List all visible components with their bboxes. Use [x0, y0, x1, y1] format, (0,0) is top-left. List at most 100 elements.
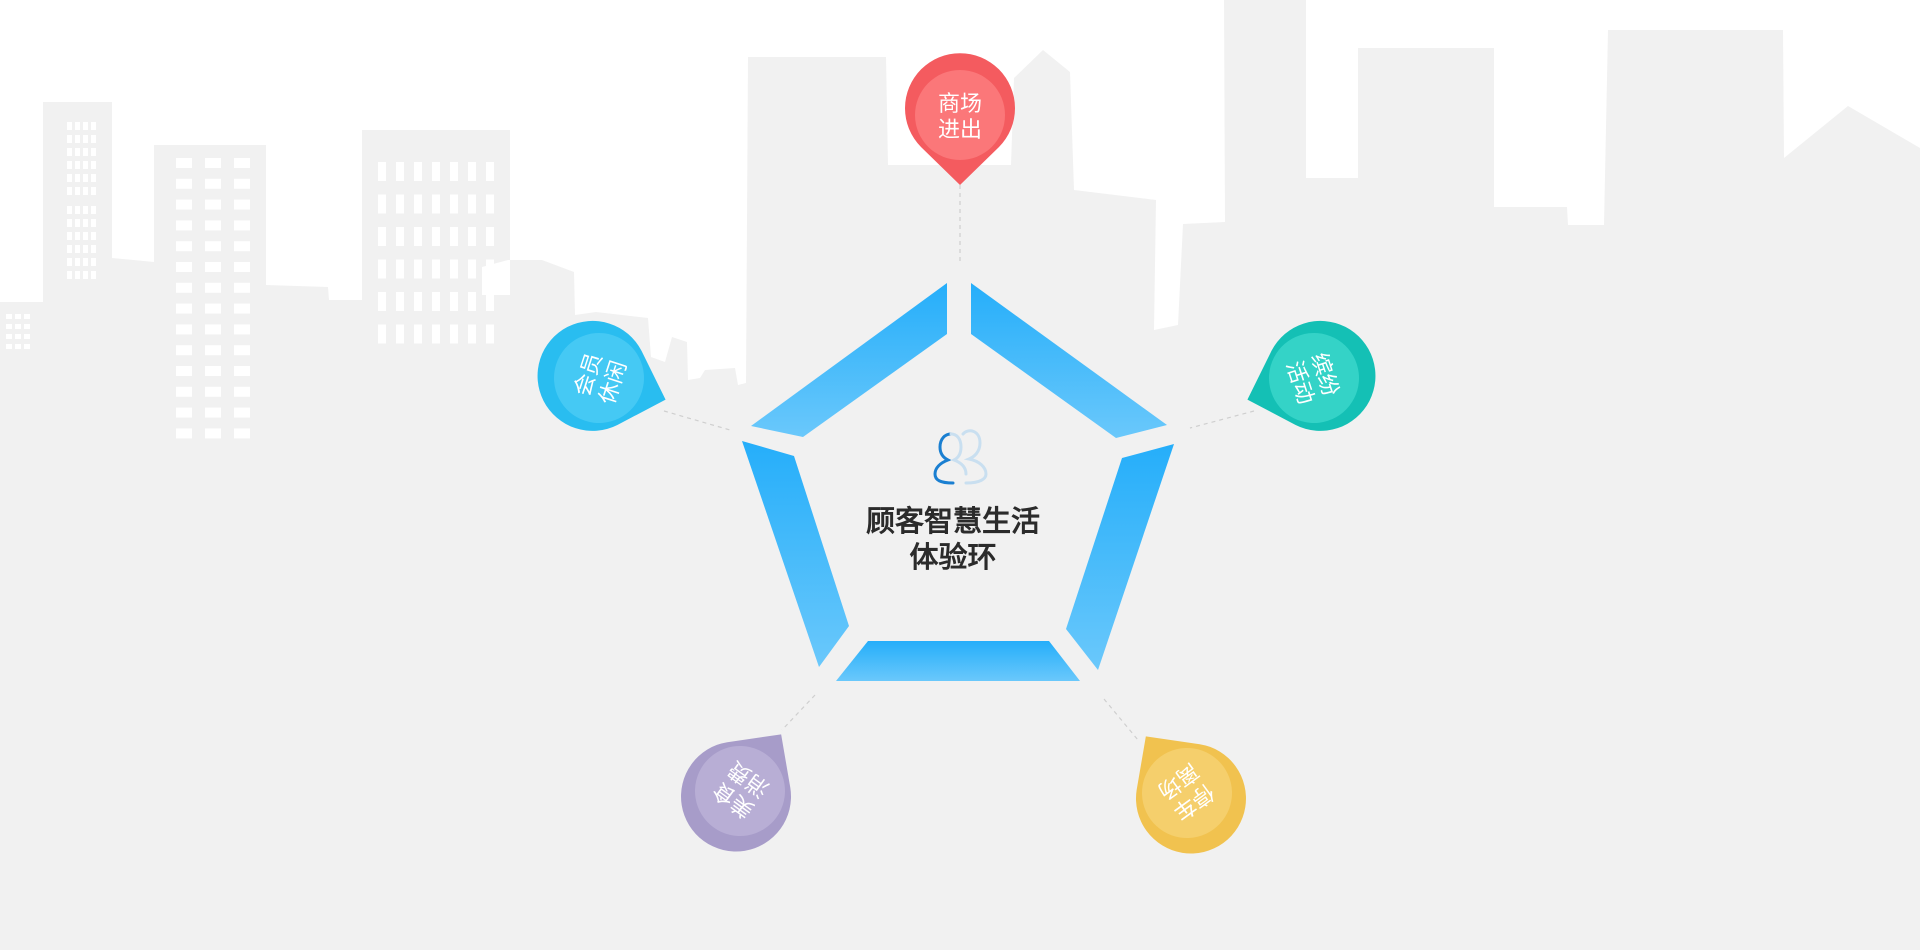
window [67, 271, 72, 279]
window [414, 259, 422, 279]
window [486, 259, 494, 279]
window [234, 303, 250, 314]
users-icon-back [961, 429, 988, 485]
window [75, 122, 80, 130]
window [234, 282, 250, 293]
window [24, 324, 30, 329]
window [378, 194, 386, 214]
window [432, 194, 440, 214]
window [414, 162, 422, 181]
window [83, 219, 88, 227]
window [234, 386, 250, 397]
window [83, 258, 88, 266]
users-icon [933, 429, 988, 485]
window [83, 232, 88, 240]
window [234, 345, 250, 356]
window [75, 258, 80, 266]
window [205, 345, 221, 356]
window [396, 292, 404, 311]
city-skyline [0, 0, 1920, 385]
window [234, 220, 250, 231]
window [205, 262, 221, 272]
window [75, 161, 80, 169]
window [205, 324, 221, 335]
window [378, 162, 386, 181]
window [176, 386, 192, 397]
window [91, 245, 96, 253]
pin-mall-inner [915, 70, 1005, 160]
window [205, 303, 221, 314]
window [205, 407, 221, 418]
window [83, 161, 88, 169]
window [486, 292, 494, 311]
window [67, 232, 72, 240]
window [205, 241, 221, 252]
window [75, 232, 80, 240]
window [91, 187, 96, 195]
users-icon-front-right [949, 432, 968, 476]
window [67, 135, 72, 143]
window [468, 162, 476, 181]
window [91, 122, 96, 130]
window [91, 258, 96, 266]
window [75, 174, 80, 182]
window [6, 324, 12, 329]
window [91, 174, 96, 182]
window [75, 206, 80, 214]
pentagon-segment-top-right [971, 283, 1167, 438]
connector-wonderful [1189, 410, 1255, 429]
window [67, 122, 72, 130]
window [67, 245, 72, 253]
window [176, 428, 192, 439]
window [24, 314, 30, 319]
pin-mall-label-line2: 进出 [938, 118, 982, 143]
window [6, 334, 12, 339]
window [468, 259, 476, 279]
window [486, 324, 494, 344]
center-title-line1: 顾客智慧生活 [866, 504, 1040, 538]
window [15, 334, 21, 339]
window [176, 199, 192, 210]
window [205, 199, 221, 210]
window [205, 428, 221, 439]
window [83, 206, 88, 214]
window [414, 324, 422, 344]
window [83, 148, 88, 156]
window [450, 227, 458, 246]
pentagon-segment-left [742, 441, 849, 667]
window [234, 366, 250, 376]
window [91, 232, 96, 240]
window [205, 386, 221, 397]
center-title-line2: 体验环 [909, 540, 996, 574]
building-windows [6, 122, 494, 439]
window [15, 344, 21, 349]
pentagon-segment-top-left [751, 283, 947, 437]
window [486, 227, 494, 246]
window [67, 174, 72, 182]
window [468, 194, 476, 214]
window [75, 219, 80, 227]
pentagon-ring [742, 283, 1174, 681]
window [234, 262, 250, 272]
window [234, 158, 250, 168]
window [396, 194, 404, 214]
window [75, 187, 80, 195]
window [234, 178, 250, 189]
window [450, 194, 458, 214]
window [450, 259, 458, 279]
connector-parking [1103, 698, 1139, 741]
window [176, 282, 192, 293]
window [234, 428, 250, 439]
window [91, 148, 96, 156]
window [414, 227, 422, 246]
window [24, 344, 30, 349]
window [450, 162, 458, 181]
users-icon-front [933, 432, 955, 485]
window [6, 314, 12, 319]
window [468, 292, 476, 311]
window [83, 271, 88, 279]
window [75, 271, 80, 279]
